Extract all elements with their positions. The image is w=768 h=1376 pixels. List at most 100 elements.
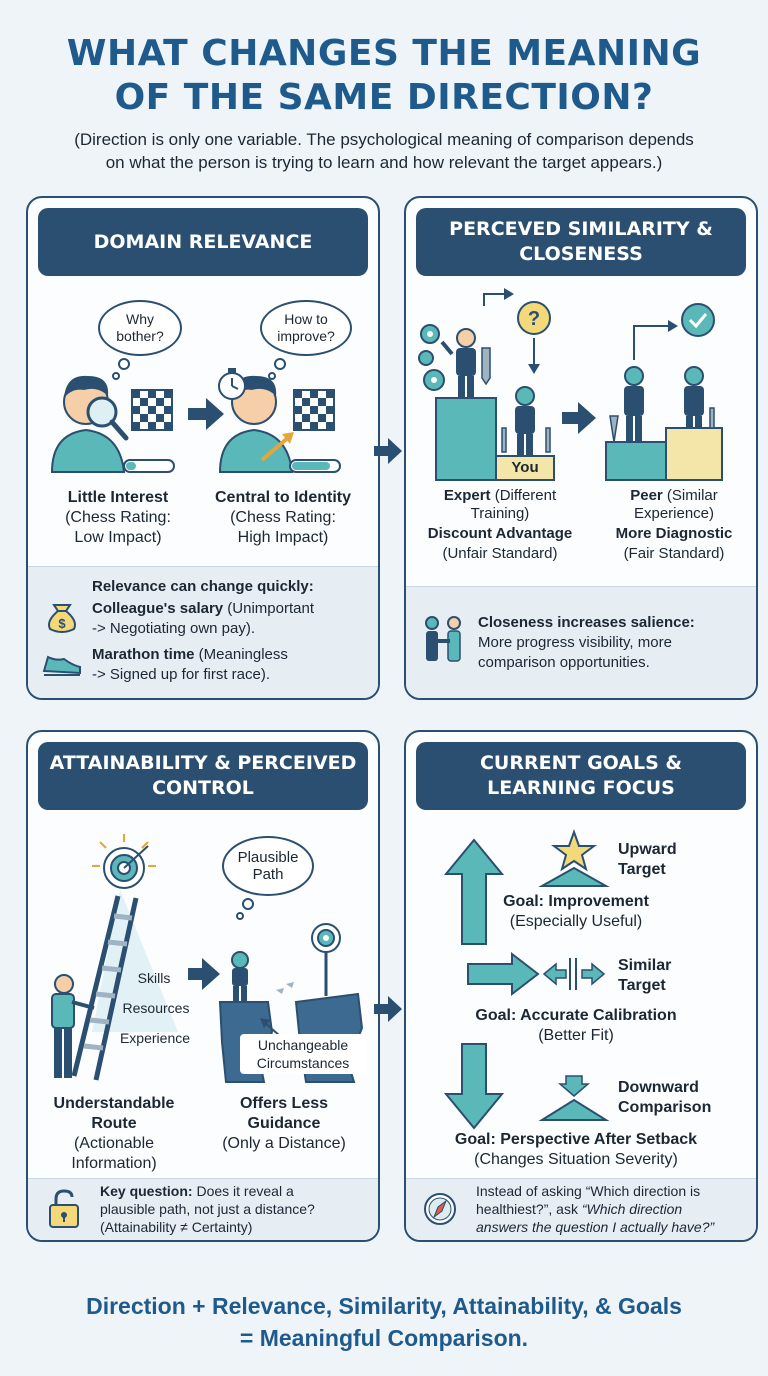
foot-question-line2a: healthiest?”, ask [476,1201,582,1217]
relevance-heading: Relevance can change quickly: [92,578,314,595]
goal-calibration: Goal: Accurate Calibration [475,1007,677,1024]
star-icon [551,829,597,872]
low-interest-sub1: (Chess Rating: [65,509,171,526]
title-line-1: WHAT CHANGES THE MEANING [66,33,702,74]
goal-improvement: Goal: Improvement [503,893,649,910]
arrow-right-icon [562,402,596,434]
example-salary: Colleague's salary (Unimportant [92,599,376,619]
svg-text:$: $ [58,616,66,631]
right-arrow-icon [467,951,540,997]
example-salary-line2: -> Negotiating own pay). [92,620,256,637]
tall-pedestal [435,397,497,481]
example-salary-rest: (Unimportant [223,600,315,617]
panel-goals: CURRENT GOALS & LEARNING FOCUS Upward Ta… [404,730,758,1242]
goals-illustration [443,829,610,1130]
arrow-right-icon [188,398,224,430]
less-guidance-label-1: Offers Less [239,1095,329,1112]
question-icon: ? [517,301,551,335]
goal-perspective: Goal: Perspective After Setback [454,1131,698,1148]
you-peer-figure-icon [684,366,704,428]
key-question-line2: plausible path, not just a distance? [100,1201,315,1217]
example-salary-bold: Colleague's salary [92,600,224,617]
up-arrow-icon [443,838,505,945]
you-label: You [511,459,539,476]
panel-attainability: ATTAINABILITY & PERCEIVED CONTROL Plausi… [26,730,380,1242]
subtitle-line-1: (Direction is only one variable. The psy… [74,130,694,149]
ladder-label-resources: Resources [122,1000,190,1016]
magnifier-icon [86,396,129,441]
downward-label-2: Comparison [618,1099,712,1116]
expert-bold: Expert [443,487,491,504]
goal-calibration-sub: (Better Fit) [538,1027,614,1044]
attainability-illustration [51,834,364,1083]
key-question-line3: (Attainability ≠ Certainty) [100,1219,253,1235]
expert-rest-2: Training) [470,505,530,522]
key-question-bold: Key question: [100,1183,193,1199]
actionable-label-1: (Actionable [73,1135,155,1152]
wrench-icon [545,427,551,453]
cliff-label-1: Unchangeable [257,1037,349,1053]
only-distance-label: (Only a Distance) [222,1135,346,1152]
you-peer-pedestal [665,427,723,481]
panel-footer [406,1178,756,1240]
upward-label-2: Target [618,861,666,878]
thought-bubble-plausible: Plausible Path [222,836,314,896]
foot-question-line2: healthiest?”, ask “Which direction [476,1200,756,1218]
panel-footer [28,1178,378,1240]
key-question-rest: Does it reveal a [192,1183,294,1199]
money-bag-icon: $ [48,604,76,633]
low-interest-label: Little Interest [67,489,169,506]
ladder-label-experience: Experience [119,1030,191,1046]
more-diagnostic-label: More Diagnostic [615,525,733,542]
arrow-right-icon [188,958,220,990]
you-figure-icon [515,386,535,456]
panel-similarity: PERCEVED SIMILARITY & CLOSENESS ? [404,196,758,700]
subtitle: (Direction is only one variable. The psy… [20,128,748,174]
title-line-2: OF THE SAME DIRECTION? [114,77,654,118]
closeness-line2: More progress visibility, more [478,634,672,651]
panel-domain-relevance: DOMAIN RELEVANCE Why bother? How to impr… [26,196,380,700]
down-arrow-icon [443,1043,505,1130]
example-marathon-line2: -> Signed up for first race). [92,666,270,683]
peer-bold: Peer [630,487,663,504]
foot-question-line2b: “Which direction [581,1201,683,1217]
central-identity-label: Central to Identity [214,489,351,506]
expert-label: Expert (Different [410,486,590,506]
peer-rest: (Similar [662,487,718,504]
goal-perspective-sub: (Changes Situation Severity) [474,1151,678,1168]
compass-icon [424,1193,456,1225]
thought-bubble-right: How to improve? [260,300,352,356]
example-marathon-rest: (Meaningless [194,646,288,663]
svg-text:?: ? [528,308,540,330]
discount-advantage-label: Discount Advantage [427,525,573,542]
less-guidance-label-2: Guidance [247,1115,321,1132]
domain-illustration [50,358,341,473]
footer-line-1: Direction + Relevance, Similarity, Attai… [86,1293,682,1319]
example-marathon-bold: Marathon time [92,646,195,663]
chessboard-icon [293,389,335,431]
panel-footer: $ Relevance can change quickly: Colleagu… [28,566,378,698]
cliff-label-2: Circumstances [256,1055,350,1071]
foot-question-line1: Instead of asking “Which direction is [476,1183,701,1199]
cliff-label-box: Unchangeable Circumstances [240,1034,366,1074]
upward-label-1: Upward [618,841,677,858]
panel-heading: CURRENT GOALS & LEARNING FOCUS [416,742,746,810]
example-marathon: Marathon time (Meaningless [92,645,376,665]
panel-footer: Closeness increases salience: More progr… [406,586,756,698]
chessboard-icon [131,389,173,431]
closeness-heading: Closeness increases salience: [478,614,695,631]
handshake-icon [425,616,461,662]
peer-rest-2: Experience) [633,505,715,522]
footer-summary: Direction + Relevance, Similarity, Attai… [0,1290,768,1354]
standing-person-icon [231,951,249,1002]
fair-standard-label: (Fair Standard) [623,545,725,562]
gear-icon [418,324,445,391]
wrench-icon [501,427,507,453]
similar-label-1: Similar [618,957,672,974]
trend-up-icon [260,434,292,462]
thought-bubble-left: Why bother? [98,300,182,356]
arrow-connector-bottom-icon [374,996,402,1022]
expert-figure-icon [440,328,476,398]
you-pedestal [495,455,555,481]
climbing-person-icon [51,974,95,1078]
